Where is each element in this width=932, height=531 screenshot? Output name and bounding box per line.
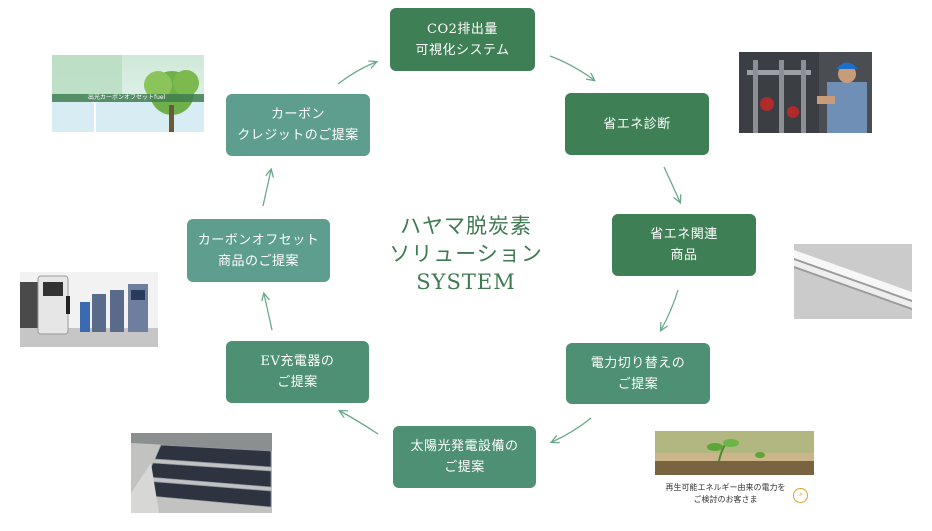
arrow-kanren-to-denryoku bbox=[661, 289, 679, 330]
arrow-co2-to-shindan bbox=[549, 55, 594, 80]
arrow-taiyoko-to-ev bbox=[340, 411, 379, 435]
node-solar-power[interactable]: 太陽光発電設備の ご提案 bbox=[393, 426, 536, 488]
banner-text: 出光カーボンオフセットfuel bbox=[88, 94, 166, 101]
renewable-energy-banner[interactable]: 再生可能エネルギー由来の電力を ご検討のお客さま › bbox=[655, 431, 814, 513]
node-line: ご提案 bbox=[617, 376, 659, 392]
node-line: カーボン bbox=[270, 107, 325, 122]
arrow-ev-to-offset bbox=[264, 294, 273, 331]
node-line: クレジットのご提案 bbox=[237, 128, 359, 143]
energy-diagnosis-photo bbox=[739, 52, 872, 133]
led-light-photo bbox=[794, 244, 912, 319]
node-carbon-offset[interactable]: カーボンオフセット 商品のご提案 bbox=[187, 219, 330, 282]
node-line: CO2排出量 bbox=[427, 21, 498, 37]
solar-panel-photo bbox=[131, 433, 272, 513]
arrow-denryoku-to-taiyoko bbox=[552, 417, 592, 442]
node-energy-saving-products[interactable]: 省エネ関連 商品 bbox=[612, 214, 756, 276]
system-title: ハヤマ脱炭素 ソリューション SYSTEM bbox=[370, 212, 562, 296]
node-line: ご提案 bbox=[277, 375, 318, 390]
arrow-shindan-to-kanren bbox=[663, 166, 680, 202]
chevron-right-icon[interactable]: › bbox=[793, 488, 808, 503]
arrow-offset-to-credit bbox=[262, 170, 271, 207]
node-line: 商品のご提案 bbox=[217, 253, 299, 269]
renewable-caption: 再生可能エネルギー由来の電力を ご検討のお客さま bbox=[655, 475, 814, 513]
node-line: 商品 bbox=[670, 248, 698, 263]
title-line: SYSTEM bbox=[416, 270, 516, 294]
ev-charger-photo bbox=[20, 272, 158, 347]
node-line: 太陽光発電設備の bbox=[410, 439, 519, 454]
node-ev-charger[interactable]: EV充電器の ご提案 bbox=[226, 341, 369, 403]
node-power-switching[interactable]: 電力切り替えの ご提案 bbox=[566, 343, 710, 404]
node-line: 省エネ診断 bbox=[603, 116, 671, 132]
node-line: EV充電器の bbox=[260, 354, 335, 369]
node-co2-visualization[interactable]: CO2排出量 可視化システム bbox=[390, 8, 535, 71]
node-line: 可視化システム bbox=[415, 42, 510, 58]
caption-line: 再生可能エネルギー由来の電力を bbox=[665, 483, 786, 492]
caption-line: ご検討のお客さま bbox=[693, 495, 758, 504]
arrow-credit-to-co2 bbox=[337, 62, 376, 85]
carbon-offset-banner-image: 出光カーボンオフセットfuel bbox=[52, 55, 204, 132]
node-energy-saving-diagnosis[interactable]: 省エネ診断 bbox=[565, 93, 709, 155]
node-line: ご提案 bbox=[444, 460, 485, 475]
node-line: 省エネ関連 bbox=[650, 227, 718, 242]
node-line: 電力切り替えの bbox=[590, 355, 686, 371]
title-line: ソリューション bbox=[389, 242, 543, 266]
title-line: ハヤマ脱炭素 bbox=[400, 214, 532, 238]
node-line: カーボンオフセット bbox=[197, 232, 320, 248]
node-carbon-credit[interactable]: カーボン クレジットのご提案 bbox=[226, 94, 370, 156]
